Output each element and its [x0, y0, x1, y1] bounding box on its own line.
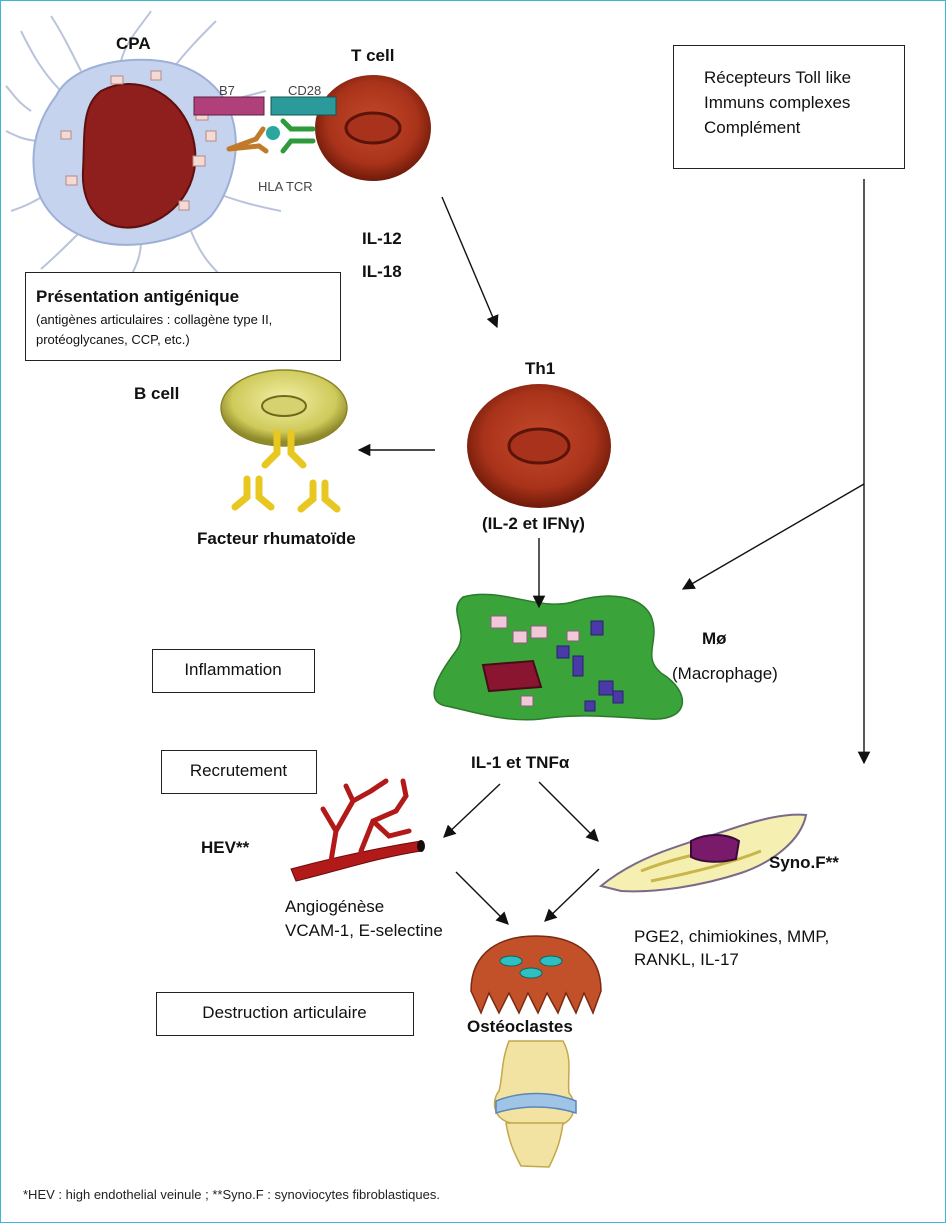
presentation-line2: protéoglycanes, CCP, etc.): [36, 332, 190, 347]
synovial-fibroblast: [598, 813, 808, 893]
angiogenese-label: Angiogénèse: [285, 897, 385, 916]
b-cell-label: B cell: [134, 384, 180, 403]
cd28-molecule: [270, 96, 337, 116]
knee-joint: [493, 1040, 577, 1168]
b7-molecule: [193, 96, 265, 116]
presentation-title: Présentation antigénique: [36, 287, 240, 306]
th1-label: Th1: [525, 359, 556, 378]
toll-line1: Récepteurs Toll like: [704, 68, 852, 87]
rheumatoid-factor-label: Facteur rhumatoïde: [197, 529, 356, 548]
toll-line3: Complément: [704, 118, 801, 137]
toll-box: Récepteurs Toll like Immuns complexes Co…: [673, 45, 905, 169]
t-cell-label: T cell: [351, 46, 395, 65]
stage-destruction-label: Destruction articulaire: [202, 1003, 367, 1022]
rankl-label: RANKL, IL-17: [634, 950, 739, 969]
stage-inflammation: Inflammation: [152, 649, 315, 693]
flow-arrows: [357, 196, 865, 925]
il12-label: IL-12: [362, 229, 402, 248]
il2-ifn-label: (IL-2 et IFNγ): [482, 514, 585, 533]
presentation-line1: (antigènes articulaires : collagène type…: [36, 312, 273, 327]
pge2-label: PGE2, chimiokines, MMP,: [634, 927, 830, 946]
hla-tcr-label: HLA TCR: [258, 179, 313, 194]
hev-vessel: [290, 778, 425, 882]
vcam-label: VCAM-1, E-selectine: [285, 921, 443, 940]
hla-molecule: [226, 126, 269, 154]
footnote: *HEV : high endothelial veinule ; **Syno…: [23, 1187, 440, 1202]
stage-inflammation-label: Inflammation: [184, 660, 282, 679]
cpa-label: CPA: [116, 34, 151, 53]
il18-label: IL-18: [362, 262, 402, 281]
stage-recrutement: Recrutement: [161, 750, 317, 794]
il1-tnf-label: IL-1 et TNFα: [471, 753, 570, 772]
syno-label: Syno.F**: [769, 853, 839, 872]
rheumatoid-factor-antibodies: [231, 475, 341, 513]
stage-recrutement-label: Recrutement: [189, 761, 288, 780]
presentation-box: Présentation antigénique (antigènes arti…: [25, 272, 341, 361]
cpa-cell: [5, 10, 282, 282]
hev-label: HEV**: [201, 838, 250, 857]
osteoclast-cell: [470, 935, 602, 1015]
cd28-label: CD28: [288, 83, 322, 98]
antigen-peptide: [266, 126, 280, 140]
toll-line2: Immuns complexes: [704, 93, 851, 112]
b7-label: B7: [219, 83, 235, 98]
b-cell: [220, 369, 348, 469]
osteoclastes-label: Ostéoclastes: [467, 1017, 573, 1036]
macrophage-cell: [433, 593, 684, 721]
tcr-molecule: [280, 118, 316, 154]
macrophage-label: (Macrophage): [672, 664, 778, 683]
t-cell: [315, 75, 431, 181]
stage-destruction: Destruction articulaire: [156, 992, 414, 1036]
mo-label: Mø: [702, 629, 727, 648]
th1-cell: [467, 384, 611, 508]
